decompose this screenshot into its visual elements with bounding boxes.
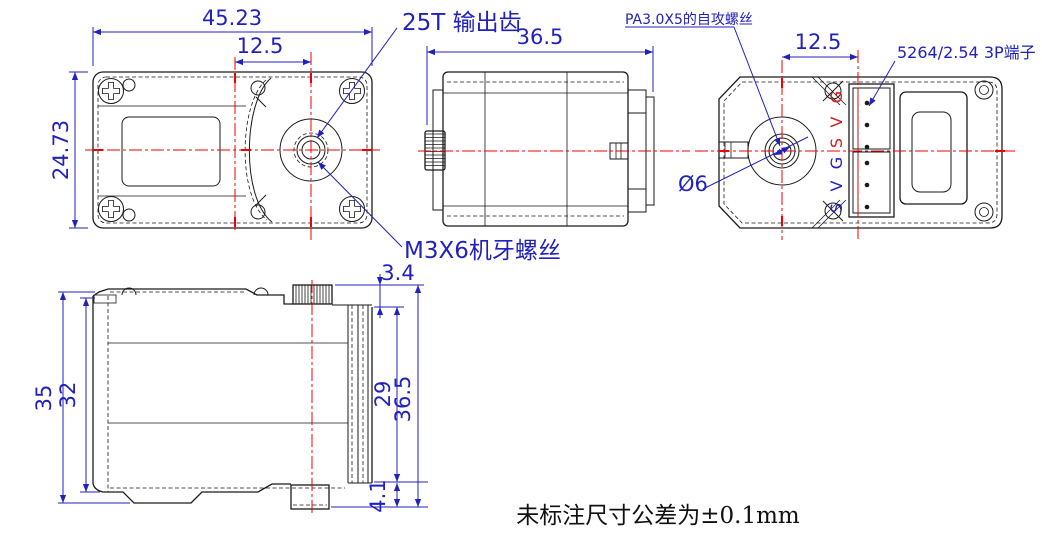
callout-shaft-diameter: Ø6 — [678, 172, 708, 196]
pin-labels-upper: G V S — [827, 91, 846, 148]
dim-front-body-width: 36.5 — [517, 25, 564, 49]
pin-label-g1: G — [827, 91, 846, 103]
pin-label-s2: S — [827, 203, 846, 213]
dim-top-overall-depth: 24.73 — [49, 120, 73, 180]
dim-side-body-height: 32 — [56, 382, 80, 409]
front-view: 36.5 — [418, 25, 690, 227]
bottom-plug — [290, 484, 330, 510]
callout-output-gear: 25T 输出齿 — [402, 10, 522, 36]
dim-side-case-height: 35 — [32, 385, 56, 412]
pin-label-g2: G — [827, 157, 846, 169]
bottom-view: 12.5 G V S G V S PA3.0X5的自攻螺丝 5264/2.54 … — [625, 12, 1036, 240]
dim-top-overall-width: 45.23 — [202, 6, 262, 30]
dim-side-plug-depth: 4.1 — [366, 479, 390, 512]
tolerance-note: 未标注尺寸公差为±0.1mm — [516, 503, 800, 529]
side-view: 35 32 3.4 29 36.5 4.1 — [32, 261, 428, 513]
pin-label-v2: V — [827, 180, 846, 191]
dim-side-flange-height: 29 — [371, 381, 395, 408]
pin-labels-lower: G V S — [827, 157, 846, 213]
callout-terminal: 5264/2.54 3P端子 — [897, 43, 1036, 62]
callout-machine-screw: M3X6机牙螺丝 — [404, 238, 561, 264]
dim-side-overall-height: 36.5 — [391, 376, 415, 423]
top-view: 45.23 12.5 24.73 25T 输出齿 M3X6机牙螺丝 — [49, 6, 561, 264]
dim-side-shaft-above-flange: 3.4 — [381, 261, 414, 285]
pin-label-s1: S — [827, 138, 846, 148]
self-tapping-screws — [811, 76, 847, 229]
dim-top-shaft-offset: 12.5 — [237, 34, 284, 58]
phillips-screws — [98, 78, 365, 222]
callout-self-tapping-screw: PA3.0X5的自攻螺丝 — [625, 12, 753, 28]
dim-bottom-connector-offset: 12.5 — [795, 30, 842, 54]
pin-label-v1: V — [827, 116, 846, 127]
mounting-flange — [332, 304, 373, 484]
